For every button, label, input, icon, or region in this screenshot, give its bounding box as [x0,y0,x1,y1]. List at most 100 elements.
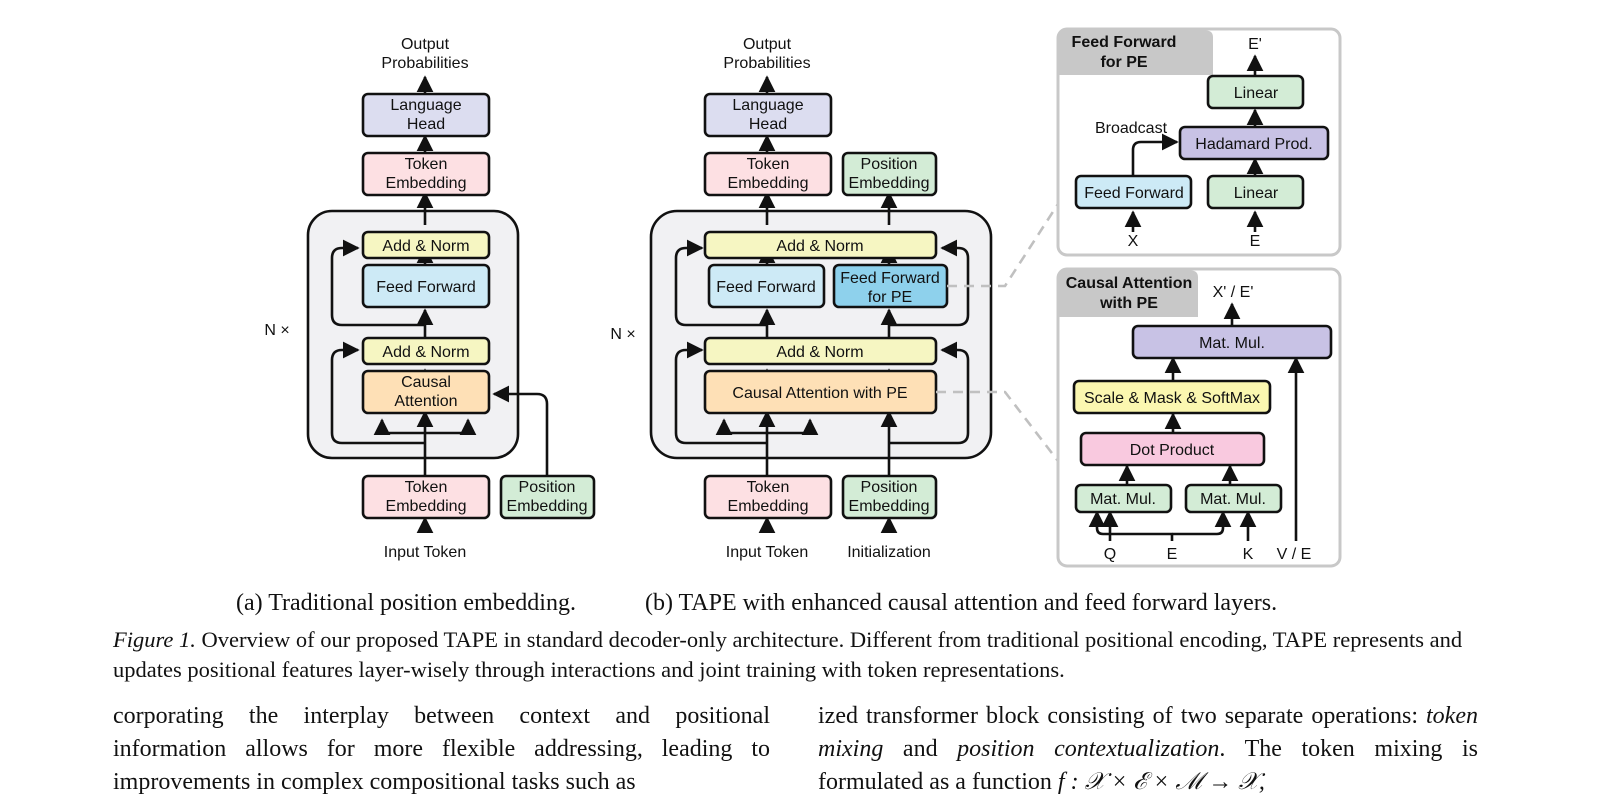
n-times-label-a: N × [264,322,289,339]
token-embedding-bottom-box-a [361,474,491,520]
output-label-a-2: Probabilities [381,55,468,72]
output-label-b-1: Output [743,36,792,53]
ffpe-feed-forward-label: Feed Forward [1084,185,1184,202]
body-right-text-2: and [883,736,958,762]
linear-top-box [1206,74,1305,110]
ffpe-e-label: E [1250,233,1261,250]
cape-q-label: Q [1104,546,1116,563]
panel-causal-attention-pe [1056,267,1342,568]
subcaption-b: (b) TAPE with enhanced causal attention … [645,590,1278,616]
position-embedding-bottom-label-b-2: Embedding [849,498,930,515]
body-column-right: ized transformer block consisting of two… [818,700,1478,799]
diagram-a [306,75,596,534]
add-norm-top-label-a: Add & Norm [382,238,469,255]
token-embedding-top-box-a [361,151,491,197]
feed-forward-box-b [707,263,826,309]
language-head-box-a [361,92,491,138]
cape-title-2: with PE [1099,295,1158,312]
feed-forward-label-a: Feed Forward [376,279,476,296]
output-label-a-1: Output [401,36,450,53]
token-embedding-bottom-label-a-1: Token [405,479,448,496]
causal-attention-label-a-1: Causal [401,374,451,391]
cape-ve-label: V / E [1277,546,1312,563]
token-embedding-bottom-label-b-1: Token [747,479,790,496]
feed-forward-box-a [361,263,491,309]
language-head-box-b [703,92,833,138]
cape-dot-product-label: Dot Product [1130,442,1215,459]
ffpe-linear-top-label: Linear [1234,85,1279,102]
position-embedding-top-label-b-2: Embedding [849,175,930,192]
figure-label: Figure 1. [113,627,196,652]
token-embedding-top-label-b-2: Embedding [728,175,809,192]
position-embedding-label-a-2: Embedding [507,498,588,515]
figure-caption: Figure 1. Overview of our proposed TAPE … [113,625,1476,685]
add-norm-bottom-label-a: Add & Norm [382,344,469,361]
matmul-top-box [1131,324,1333,360]
output-label-b-2: Probabilities [723,55,810,72]
position-embedding-bottom-box-b [841,474,938,520]
ffpe-title-2: for PE [1100,54,1147,71]
linear-bottom-box [1206,174,1305,210]
body-column-left: corporating the interplay between contex… [113,700,770,799]
language-head-label-a-2: Head [407,116,445,133]
add-norm-bottom-box-b [703,336,938,366]
feed-forward-label-b: Feed Forward [716,279,816,296]
body-left-paragraph: corporating the interplay between contex… [113,703,770,795]
body-right-text-3: . The token mixing is formulated as a fu… [818,736,1478,795]
token-embedding-bottom-label-a-2: Embedding [386,498,467,515]
input-token-label-a: Input Token [384,544,466,561]
cape-matmul-left-label: Mat. Mul. [1090,491,1156,508]
cape-matmul-right-label: Mat. Mul. [1200,491,1266,508]
body-right-em-position-contextualization: position contextualization [957,736,1220,762]
language-head-label-a-1: Language [390,97,461,114]
add-norm-top-box-b [703,230,938,260]
ffpe-broadcast-label: Broadcast [1095,120,1168,137]
ffpe-x-label: X [1128,233,1139,250]
figure-caption-text: Overview of our proposed TAPE in standar… [113,627,1463,682]
ffpe-hadamard-label: Hadamard Prod. [1195,136,1312,153]
feed-forward-pe-label-b-1: Feed Forward [840,270,940,287]
add-norm-top-box-a [361,230,491,260]
token-embedding-top-label-a-2: Embedding [386,175,467,192]
token-embedding-top-label-a-1: Token [405,156,448,173]
position-embedding-top-box-b [841,151,938,197]
causal-attention-box-a [361,369,491,415]
cape-e-label: E [1167,546,1178,563]
initialization-label-b: Initialization [847,544,931,561]
figure-diagram: Output Probabilities Language Head Token… [264,27,1342,568]
causal-attention-pe-label-b: Causal Attention with PE [732,385,907,402]
position-embedding-box-a [499,474,596,520]
dot-product-box [1079,431,1266,467]
position-embedding-label-a-1: Position [519,479,576,496]
cape-scale-mask-label: Scale & Mask & SoftMax [1084,390,1260,407]
language-head-label-b-1: Language [732,97,803,114]
subcaption-a: (a) Traditional position embedding. [236,590,576,616]
position-embedding-bottom-label-b-1: Position [861,479,918,496]
scale-mask-box [1072,379,1272,415]
token-embedding-top-box-b [703,151,833,197]
add-norm-bottom-label-b: Add & Norm [776,344,863,361]
language-head-label-b-2: Head [749,116,787,133]
body-right-em-token-mixing: token mixing [818,703,1478,762]
add-norm-bottom-box-a [361,336,491,366]
token-embedding-top-label-b-1: Token [747,156,790,173]
cape-output-label: X' / E' [1213,284,1254,301]
ffpe-linear-bottom-label: Linear [1234,185,1279,202]
feed-forward-pe-label-b-2: for PE [868,289,912,306]
token-embedding-bottom-label-b-2: Embedding [728,498,809,515]
matmul-left-box [1074,483,1173,514]
causal-attention-label-a-2: Attention [394,393,457,410]
n-times-label-b: N × [610,326,635,343]
ffpe-feed-forward-box [1074,174,1193,210]
body-right-text-1: ized transformer block consisting of two… [818,703,1427,729]
ffpe-e-prime-label: E' [1248,36,1262,53]
position-embedding-top-label-b-1: Position [861,156,918,173]
cape-title-1: Causal Attention [1066,275,1193,292]
cape-matmul-top-label: Mat. Mul. [1199,335,1265,352]
input-token-label-b: Input Token [726,544,808,561]
hadamard-box [1178,125,1330,161]
panel-feed-forward-pe [1056,27,1342,257]
body-right-math: f : 𝒳 × ℰ × ℳ → 𝒳, [1057,769,1265,795]
matmul-right-box [1184,483,1283,514]
ffpe-title-1: Feed Forward [1072,34,1177,51]
